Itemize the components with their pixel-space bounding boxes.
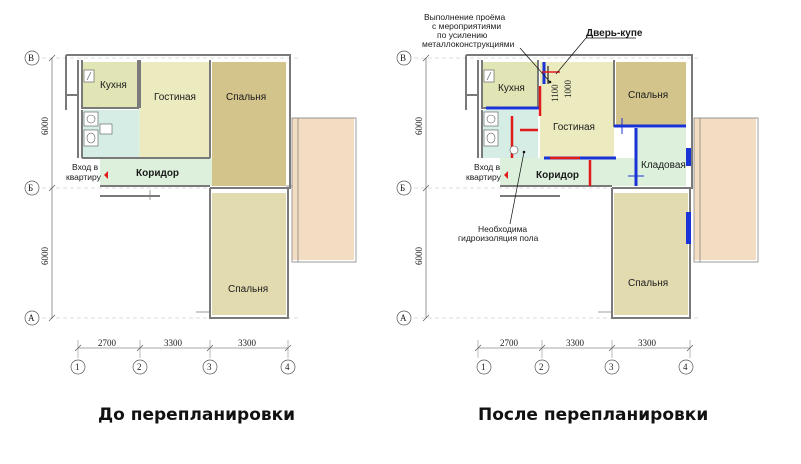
- before-dim-h-1: 2700: [98, 338, 117, 348]
- after-axis-col-2: 2: [539, 362, 544, 372]
- before-kitchen: [83, 62, 138, 108]
- after-axis-col-4: 4: [683, 362, 688, 372]
- after-label-bedroom-2: Спальня: [628, 278, 668, 289]
- plan-before: Кухня Гостиная Спальня Спальня Коридор В…: [24, 50, 357, 425]
- caption-after: После перепланировки: [478, 405, 708, 425]
- plan-after: Кухня Гостиная Спальня Кладовая Спальня …: [396, 12, 759, 425]
- after-note-door-leader: [555, 37, 587, 75]
- after-label-living: Гостиная: [553, 122, 595, 133]
- before-label-corridor: Коридор: [136, 168, 179, 179]
- before-entrance-line1: Вход в: [72, 162, 99, 172]
- after-note-door-kupe: Дверь-купе: [586, 28, 643, 39]
- after-label-storage: Кладовая: [641, 160, 686, 171]
- after-bedroom-2: [614, 193, 688, 315]
- after-dim-v-1: 6000: [414, 117, 424, 136]
- before-corridor-2: [138, 108, 140, 158]
- caption-before: До перепланировки: [98, 405, 295, 425]
- before-axis-row-v: В: [28, 53, 34, 63]
- after-wall-hatch-2: [686, 212, 691, 244]
- before-corridor: [100, 158, 212, 186]
- after-note-opening-1: Выполнение проёма: [424, 12, 505, 22]
- before-bedroom-1: [212, 62, 286, 186]
- after-axis-col-1: 1: [481, 362, 486, 372]
- after-entrance-line2: квартиру: [466, 172, 502, 182]
- after-balcony: [694, 118, 756, 260]
- after-dim-v-2: 6000: [414, 247, 424, 266]
- after-note-opening-4: металлоконструкциями: [422, 39, 515, 49]
- after-entrance-arrow-icon: [504, 171, 508, 179]
- after-axis-row-b: Б: [400, 183, 405, 193]
- after-label-kitchen: Кухня: [498, 83, 525, 94]
- after-kitchen: [483, 62, 538, 108]
- after-axis-row-v: В: [400, 53, 406, 63]
- before-axis-col-3: 3: [207, 362, 212, 372]
- after-corridor: [500, 158, 636, 186]
- before-label-living: Гостиная: [154, 92, 196, 103]
- before-living: [140, 62, 210, 158]
- after-dim-h-2: 3300: [566, 338, 585, 348]
- before-bedroom-2: [212, 193, 286, 315]
- after-note-dim-1: 1100: [550, 84, 560, 102]
- after-wall-hatch-1: [686, 148, 691, 166]
- before-dim-h-2: 3300: [164, 338, 183, 348]
- before-label-bedroom-2: Спальня: [228, 284, 268, 295]
- after-note-opening-leader: [519, 47, 551, 83]
- before-label-kitchen: Кухня: [100, 80, 127, 91]
- after-axis-row-a: А: [400, 313, 407, 323]
- after-label-corridor: Коридор: [536, 170, 579, 181]
- after-note-dim-2: 1000: [563, 80, 573, 99]
- after-note-waterproof-1: Необходима: [478, 224, 527, 234]
- after-dim-h-1: 2700: [500, 338, 519, 348]
- after-note-opening-3: по усилению: [437, 30, 488, 40]
- after-bedroom-1: [616, 62, 686, 126]
- after-dim-h-3: 3300: [638, 338, 657, 348]
- before-entrance-line2: квартиру: [66, 172, 102, 182]
- before-axis-col-2: 2: [137, 362, 142, 372]
- before-dim-h-3: 3300: [238, 338, 257, 348]
- after-storage: [636, 128, 686, 186]
- after-label-bedroom-1: Спальня: [628, 90, 668, 101]
- before-dim-v-2: 6000: [40, 247, 50, 266]
- before-axis-row-a: А: [28, 313, 35, 323]
- after-note-opening-2: с мероприятиями: [432, 21, 501, 31]
- after-note-waterproof-leader: [509, 151, 525, 225]
- before-label-bedroom-1: Спальня: [226, 92, 266, 103]
- before-entrance-arrow-icon: [104, 171, 108, 179]
- after-entrance-line1: Вход в: [474, 162, 501, 172]
- before-axis-col-1: 1: [75, 362, 80, 372]
- before-axis-row-b: Б: [28, 183, 33, 193]
- after-axis-col-3: 3: [609, 362, 614, 372]
- after-living: [540, 62, 614, 158]
- before-dim-v-1: 6000: [40, 117, 50, 136]
- before-axis-col-4: 4: [285, 362, 290, 372]
- before-balcony: [292, 118, 354, 260]
- after-note-waterproof-2: гидроизоляция пола: [458, 233, 539, 243]
